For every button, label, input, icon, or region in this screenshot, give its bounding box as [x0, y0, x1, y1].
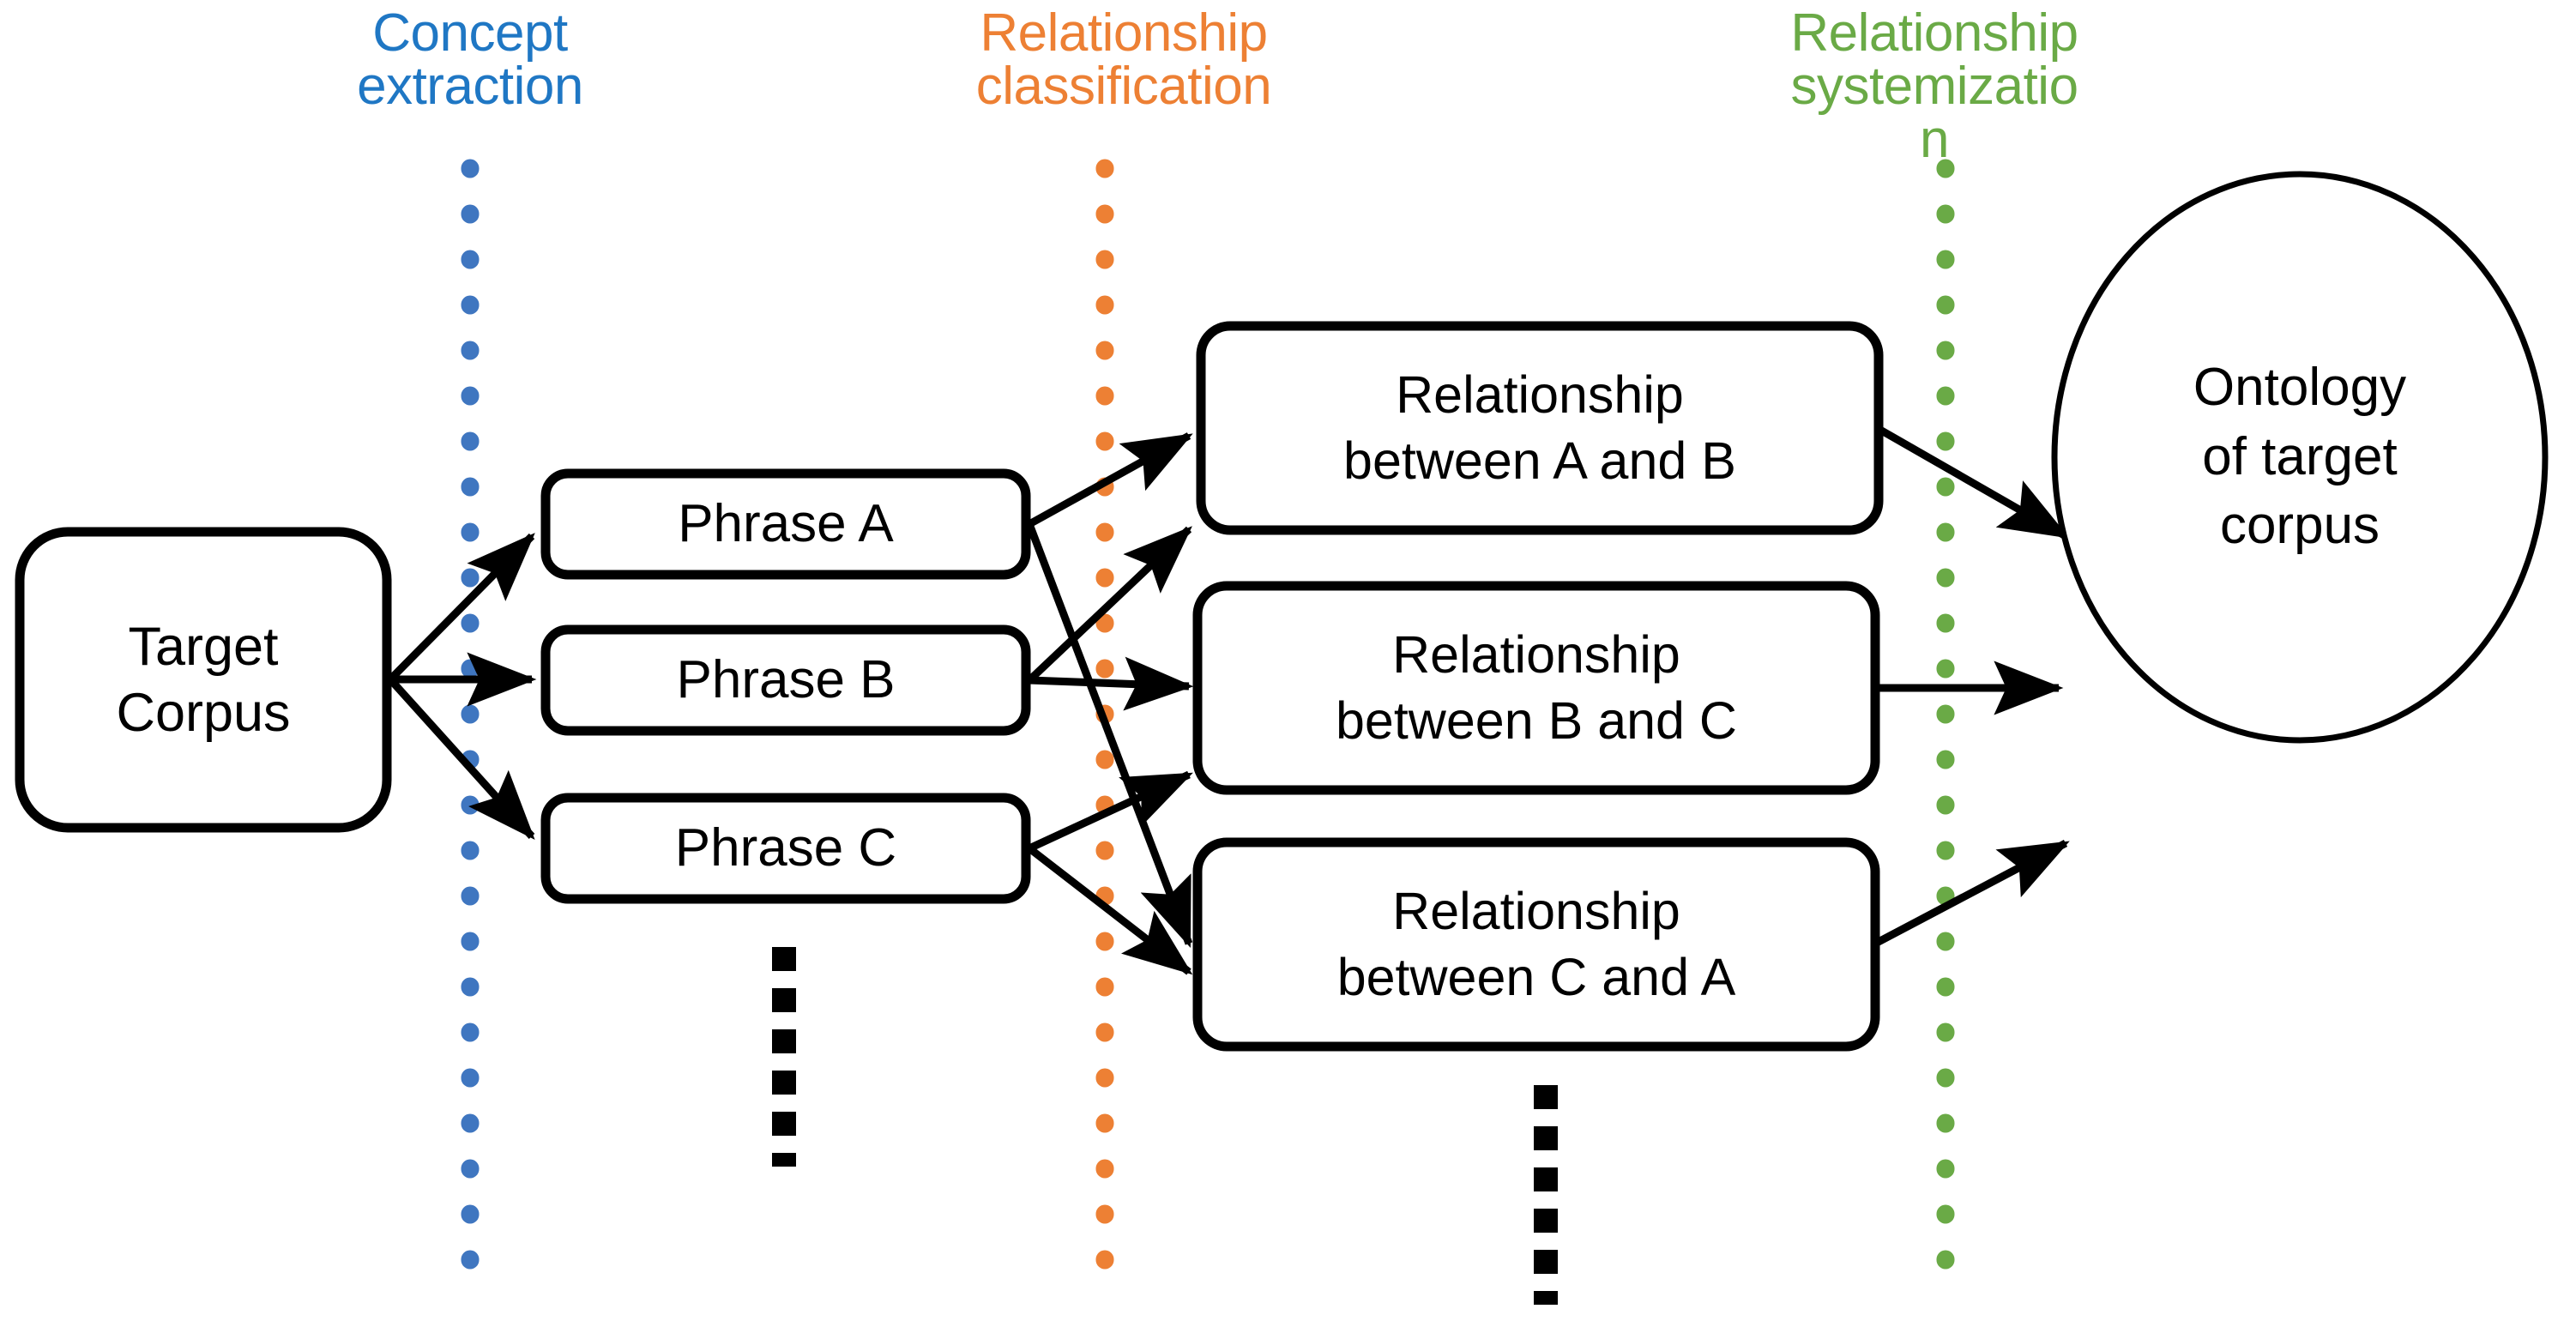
ontology-node[interactable] — [2054, 174, 2545, 740]
stage-header-concept-extraction: Concept extraction — [357, 3, 583, 116]
phrase-c-node[interactable] — [546, 798, 1026, 899]
relationship-ellipsis-marker — [1534, 1085, 1558, 1305]
edge-group-relationships-to-ontology — [1873, 425, 2070, 947]
node-phrase-b-shape[interactable] — [540, 624, 1031, 736]
node-relationship-c-a-shape[interactable] — [1192, 837, 1880, 1052]
node-ontology-shape[interactable] — [2051, 171, 2549, 744]
node-relationship-a-b-shape[interactable] — [1196, 321, 1884, 535]
edge-relationship-a-b-to-ontology — [1876, 425, 2070, 540]
edge-phrase-b-to-relationship-a-b — [1026, 526, 1192, 684]
edge-corpus-to-phrase-a — [387, 533, 535, 683]
stage-header-relationship-classification: Relationship classification — [975, 3, 1272, 116]
edge-phrase-a-to-relationship-a-b — [1027, 432, 1193, 528]
target-corpus-node[interactable] — [20, 532, 387, 828]
edge-group-corpus-to-phrases — [387, 533, 537, 841]
stage-header-relationship-systemization: Relationship systemizatio n — [1790, 3, 2078, 169]
edge-phrase-b-to-relationship-b-c — [1029, 656, 1194, 711]
node-target-corpus-shape[interactable] — [15, 527, 392, 833]
edge-relationship-c-a-to-ontology — [1873, 840, 2070, 947]
edge-phrase-c-to-relationship-b-c — [1028, 770, 1193, 853]
phrase-ellipsis-marker — [772, 947, 796, 1167]
edge-corpus-to-phrase-c — [387, 676, 535, 841]
node-relationship-b-c-shape[interactable] — [1192, 581, 1880, 795]
node-phrase-a-shape[interactable] — [540, 468, 1031, 580]
relationship-b-c-node[interactable] — [1198, 586, 1875, 790]
edge-group-phrases-to-relationships — [1025, 432, 1194, 975]
relationship-c-a-node[interactable] — [1198, 842, 1875, 1047]
phrase-b-node[interactable] — [546, 630, 1026, 731]
phrase-a-node[interactable] — [546, 474, 1026, 575]
edge-phrase-c-to-relationship-c-a — [1027, 845, 1193, 975]
edge-phrase-a-to-relationship-c-a — [1025, 522, 1193, 949]
node-phrase-c-shape[interactable] — [540, 793, 1031, 904]
relationship-a-b-node[interactable] — [1201, 326, 1879, 530]
